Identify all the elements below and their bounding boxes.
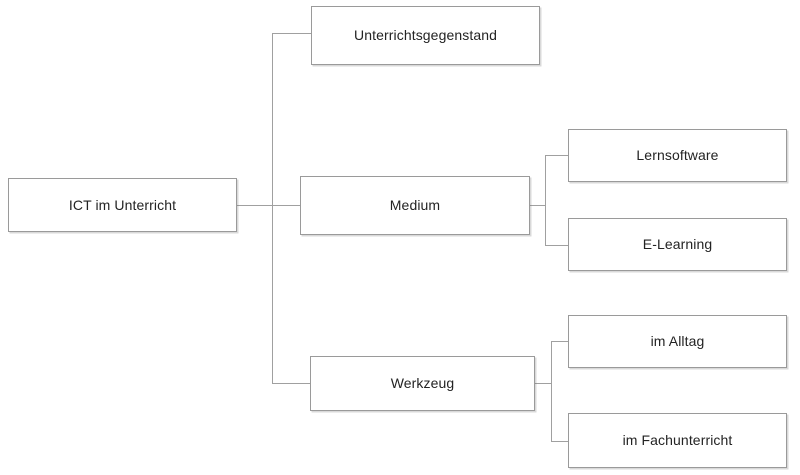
node-label: E-Learning <box>642 236 713 253</box>
node-medium[interactable]: Medium <box>300 176 530 235</box>
connector-medium-subtrunk <box>545 155 546 245</box>
node-im-fachunterricht[interactable]: im Fachunterricht <box>568 413 787 468</box>
connector-main-trunk <box>272 33 273 384</box>
node-label: Medium <box>389 197 441 214</box>
connector-to-im-fachunterricht <box>551 441 569 442</box>
connector-to-im-alltag <box>551 341 569 342</box>
node-werkzeug[interactable]: Werkzeug <box>310 356 535 411</box>
connector-werkzeug-stub <box>535 383 552 384</box>
node-im-alltag[interactable]: im Alltag <box>568 315 787 368</box>
connector-root-stub <box>237 205 273 206</box>
node-label: Werkzeug <box>390 375 455 392</box>
node-lernsoftware[interactable]: Lernsoftware <box>568 129 787 182</box>
connector-to-elearning <box>545 245 569 246</box>
connector-medium-stub <box>530 205 546 206</box>
node-root-ict-im-unterricht[interactable]: ICT im Unterricht <box>8 178 237 232</box>
node-label: Lernsoftware <box>636 147 719 164</box>
node-unterrichtsgegenstand[interactable]: Unterrichtsgegenstand <box>311 6 540 65</box>
connector-to-medium <box>272 205 301 206</box>
node-label: ICT im Unterricht <box>68 196 177 213</box>
connector-to-lernsoftware <box>545 155 569 156</box>
node-elearning[interactable]: E-Learning <box>568 218 787 271</box>
connector-to-unterrichtsgegenstand <box>272 33 312 34</box>
node-label: im Fachunterricht <box>622 432 733 449</box>
connector-to-werkzeug <box>272 383 311 384</box>
node-label: im Alltag <box>650 333 705 350</box>
node-label: Unterrichtsgegenstand <box>354 27 497 44</box>
connector-werkzeug-subtrunk <box>551 341 552 441</box>
